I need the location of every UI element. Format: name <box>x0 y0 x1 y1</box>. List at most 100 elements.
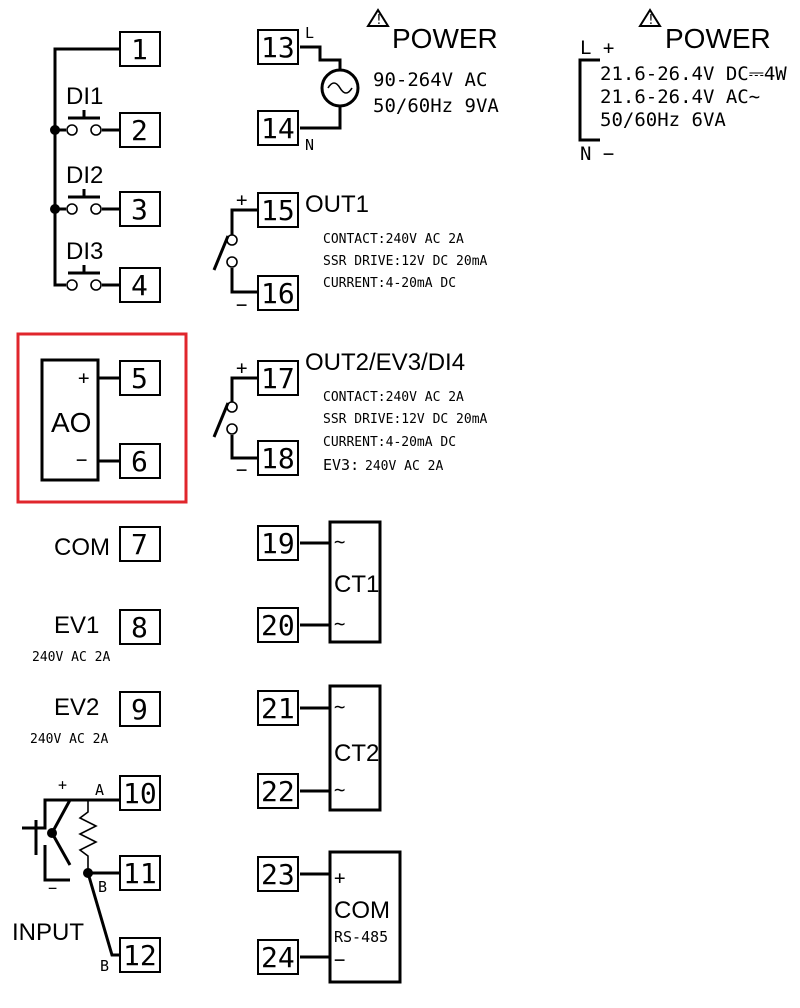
power-dc-spec2: 21.6-26.4V AC∼ <box>600 86 760 108</box>
ct1-wires <box>300 541 330 627</box>
rs485-wires <box>300 872 330 959</box>
out2-title: OUT2/EV3/DI4 <box>305 349 465 376</box>
out2-relay-switch <box>212 402 230 438</box>
svg-text:12: 12 <box>123 939 157 972</box>
terminal-13[interactable]: 13 <box>257 29 299 65</box>
out1-title: OUT1 <box>305 191 369 218</box>
terminal-12[interactable]: 12 <box>119 937 161 973</box>
input-b-wires <box>86 871 120 957</box>
ac-sine-wave <box>327 82 353 94</box>
di1-contact <box>66 124 78 136</box>
rs485-plus-sign: + <box>334 867 345 889</box>
warning-triangle-icon <box>366 8 390 27</box>
terminal-15[interactable]: 15 <box>257 192 299 228</box>
svg-text:24: 24 <box>261 941 295 974</box>
rs485-sub-label: RS-485 <box>334 928 388 946</box>
out1-spec-current: CURRENT:4-20mA DC <box>323 276 456 291</box>
terminal-23[interactable]: 23 <box>257 856 299 892</box>
terminal-21[interactable]: 21 <box>257 690 299 726</box>
di2-label: DI2 <box>66 162 103 189</box>
power-dc-title: POWER <box>665 23 771 54</box>
warning-exclaim-icon: ! <box>647 13 655 28</box>
terminal-3[interactable]: 3 <box>119 191 161 227</box>
rs485-group: + − COM RS-485 <box>300 850 402 984</box>
terminal-10[interactable]: 10 <box>119 775 161 811</box>
svg-text:11: 11 <box>123 857 157 890</box>
terminal-17[interactable]: 17 <box>257 360 299 396</box>
svg-text:21: 21 <box>261 692 295 725</box>
terminal-7[interactable]: 7 <box>119 526 161 562</box>
rs485-com-label: COM <box>334 897 390 924</box>
ao-group: AO + − <box>16 332 188 504</box>
ct1-tilde-bottom: ∼ <box>334 613 345 635</box>
out1-group: + − OUT1 CONTACT:240V AC 2A SSR DRIVE:12… <box>212 189 488 316</box>
svg-text:18: 18 <box>261 442 295 475</box>
input-minus-sign: − <box>48 879 57 897</box>
rs485-box <box>328 850 402 984</box>
di2-contact <box>90 203 102 215</box>
terminal-14[interactable]: 14 <box>257 110 299 146</box>
terminal-19[interactable]: 19 <box>257 525 299 561</box>
power-ac-title: POWER <box>392 23 498 54</box>
ao-plus-sign: + <box>78 367 89 389</box>
terminal-4[interactable]: 4 <box>119 267 161 303</box>
svg-text:7: 7 <box>131 528 148 561</box>
terminal-22[interactable]: 22 <box>257 773 299 809</box>
ev3-rating: 240V AC 2A <box>365 459 443 474</box>
di3-contact <box>66 279 78 291</box>
ac-power-group: L N ! POWER 90-264V AC 50/60Hz 9VA <box>300 8 499 154</box>
terminal-11[interactable]: 11 <box>119 855 161 891</box>
out1-relay-switch <box>212 235 230 271</box>
ao-label: AO <box>51 407 91 438</box>
di1-pushbutton <box>68 110 100 120</box>
svg-text:2: 2 <box>131 114 148 147</box>
com-label: COM <box>54 534 110 561</box>
svg-text:14: 14 <box>261 112 295 145</box>
terminal-24[interactable]: 24 <box>257 939 299 975</box>
terminal-20[interactable]: 20 <box>257 607 299 643</box>
terminal-8[interactable]: 8 <box>119 609 161 645</box>
ct1-label: CT1 <box>334 571 379 598</box>
terminal-2[interactable]: 2 <box>119 112 161 148</box>
ct2-tilde-top: ∼ <box>334 696 345 718</box>
digital-input-group: DI1 DI2 DI3 <box>50 47 120 291</box>
ct2-tilde-bottom: ∼ <box>334 779 345 801</box>
ao-minus-sign: − <box>76 449 87 471</box>
svg-text:23: 23 <box>261 858 295 891</box>
di-common-rail <box>53 47 120 287</box>
ev1-label: EV1 <box>54 612 99 639</box>
terminal-6[interactable]: 6 <box>119 443 161 479</box>
terminal-5[interactable]: 5 <box>119 360 161 396</box>
power-dc-n-label: N − <box>580 143 614 165</box>
out1-plus-wire <box>230 208 258 235</box>
ct2-wires <box>300 706 330 793</box>
svg-text:3: 3 <box>131 193 148 226</box>
sensor-input-group: + − A B B INPUT <box>12 776 120 975</box>
out1-plus-sign: + <box>236 189 247 211</box>
terminal-1[interactable]: 1 <box>119 31 161 67</box>
terminal-9[interactable]: 9 <box>119 691 161 727</box>
ct1-box <box>328 520 382 644</box>
svg-text:22: 22 <box>261 775 295 808</box>
terminal-18[interactable]: 18 <box>257 440 299 476</box>
terminal-16[interactable]: 16 <box>257 275 299 311</box>
svg-text:8: 8 <box>131 611 148 644</box>
out1-spec-ssr: SSR DRIVE:12V DC 20mA <box>323 254 488 269</box>
out2-spec-contact: CONTACT:240V AC 2A <box>323 390 464 405</box>
svg-text:9: 9 <box>131 693 148 726</box>
ct1-group: ∼ ∼ CT1 <box>300 520 382 644</box>
rtd-resistor <box>78 800 98 873</box>
out2-spec-current: CURRENT:4-20mA DC <box>323 435 456 450</box>
power-dc-bracket <box>578 58 600 142</box>
svg-text:5: 5 <box>131 362 148 395</box>
out1-minus-wire <box>230 268 258 294</box>
out2-minus-sign: − <box>236 459 247 481</box>
power-dc-spec3: 50/60Hz 6VA <box>600 109 726 131</box>
di1-label: DI1 <box>66 83 103 110</box>
ct1-tilde-top: ∼ <box>334 531 345 553</box>
input-b2-label: B <box>100 957 109 975</box>
ct2-box <box>328 684 382 812</box>
power-n-label: N <box>305 136 314 154</box>
svg-text:19: 19 <box>261 527 295 560</box>
